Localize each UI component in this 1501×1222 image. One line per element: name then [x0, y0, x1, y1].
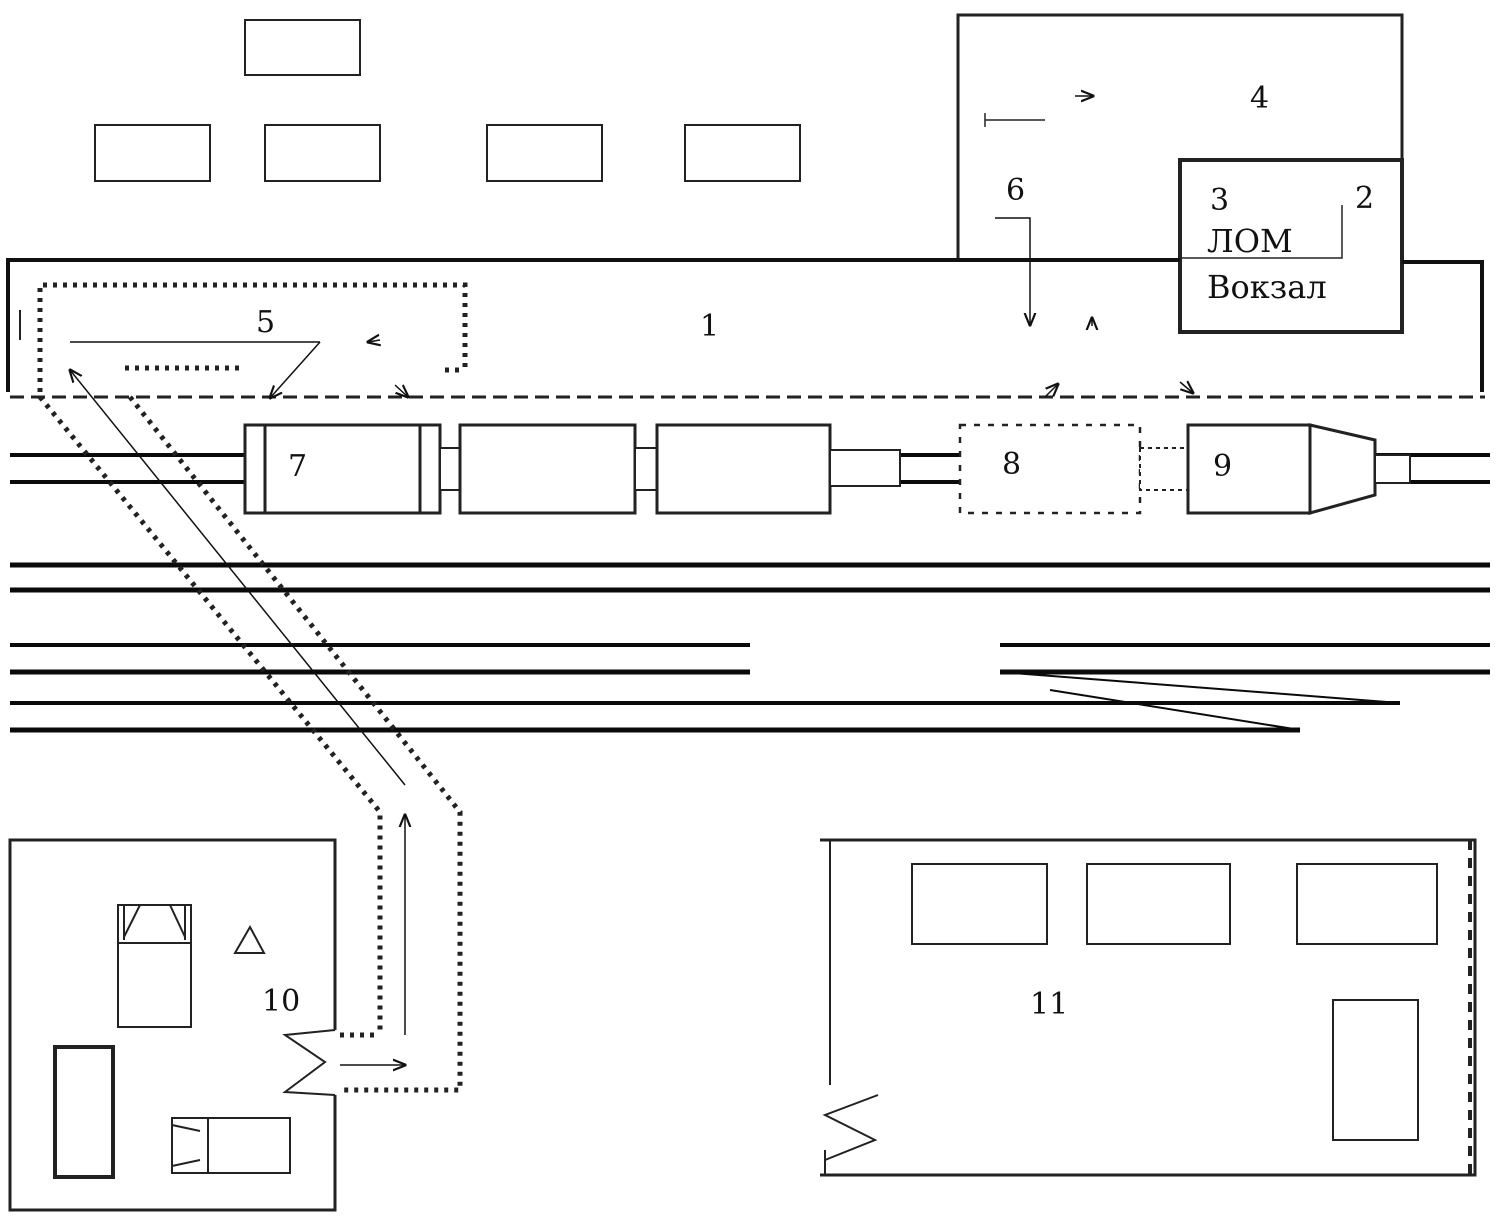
building-11-2	[1086, 863, 1231, 945]
area-4	[956, 13, 1404, 258]
building-top-4	[486, 124, 603, 182]
label-3: 3	[1210, 183, 1229, 218]
label-5: 5	[256, 305, 275, 340]
train	[243, 423, 1411, 515]
car-1	[117, 904, 192, 1028]
train-car-3	[655, 423, 832, 515]
label-1: 1	[700, 309, 719, 344]
labels: 1 2 3 4 5 6 7 8 9 10 11 ЛОМ Вокзал	[256, 81, 1374, 1022]
label-station: Вокзал	[1207, 268, 1327, 306]
train-car-2	[458, 423, 637, 515]
label-11: 11	[1030, 987, 1068, 1022]
label-2: 2	[1355, 181, 1374, 216]
building-top-2	[94, 124, 211, 182]
building-11-1	[911, 863, 1048, 945]
locomotive-nose	[1308, 423, 1377, 515]
building-top-3	[264, 124, 381, 182]
label-10: 10	[262, 984, 300, 1019]
label-9: 9	[1213, 449, 1232, 484]
label-lom: ЛОМ	[1207, 222, 1293, 260]
label-6: 6	[1006, 173, 1025, 208]
triangle-sign	[233, 924, 266, 954]
flow-arrows-5	[70, 340, 408, 398]
locomotive-9	[1186, 423, 1312, 515]
building-11-3	[1296, 863, 1438, 945]
flow-arrows-6	[995, 217, 1193, 398]
train-car-7	[243, 423, 442, 515]
label-8: 8	[1002, 447, 1021, 482]
train-car-8	[958, 423, 1142, 515]
pedestrian-crossing	[38, 395, 463, 1093]
area-11	[820, 838, 1477, 1177]
label-4: 4	[1250, 81, 1269, 116]
car-2	[171, 1117, 291, 1174]
bus-parking-5	[37, 282, 468, 392]
building-11-4	[1332, 999, 1419, 1141]
top-buildings	[94, 19, 801, 182]
building-top-5	[684, 124, 801, 182]
crossing-arrows	[70, 370, 405, 1065]
building-top-1	[244, 19, 361, 76]
square-1-outline	[6, 258, 1482, 392]
bus-1	[53, 1045, 115, 1179]
parking-10	[8, 838, 337, 1212]
label-7: 7	[288, 449, 307, 484]
